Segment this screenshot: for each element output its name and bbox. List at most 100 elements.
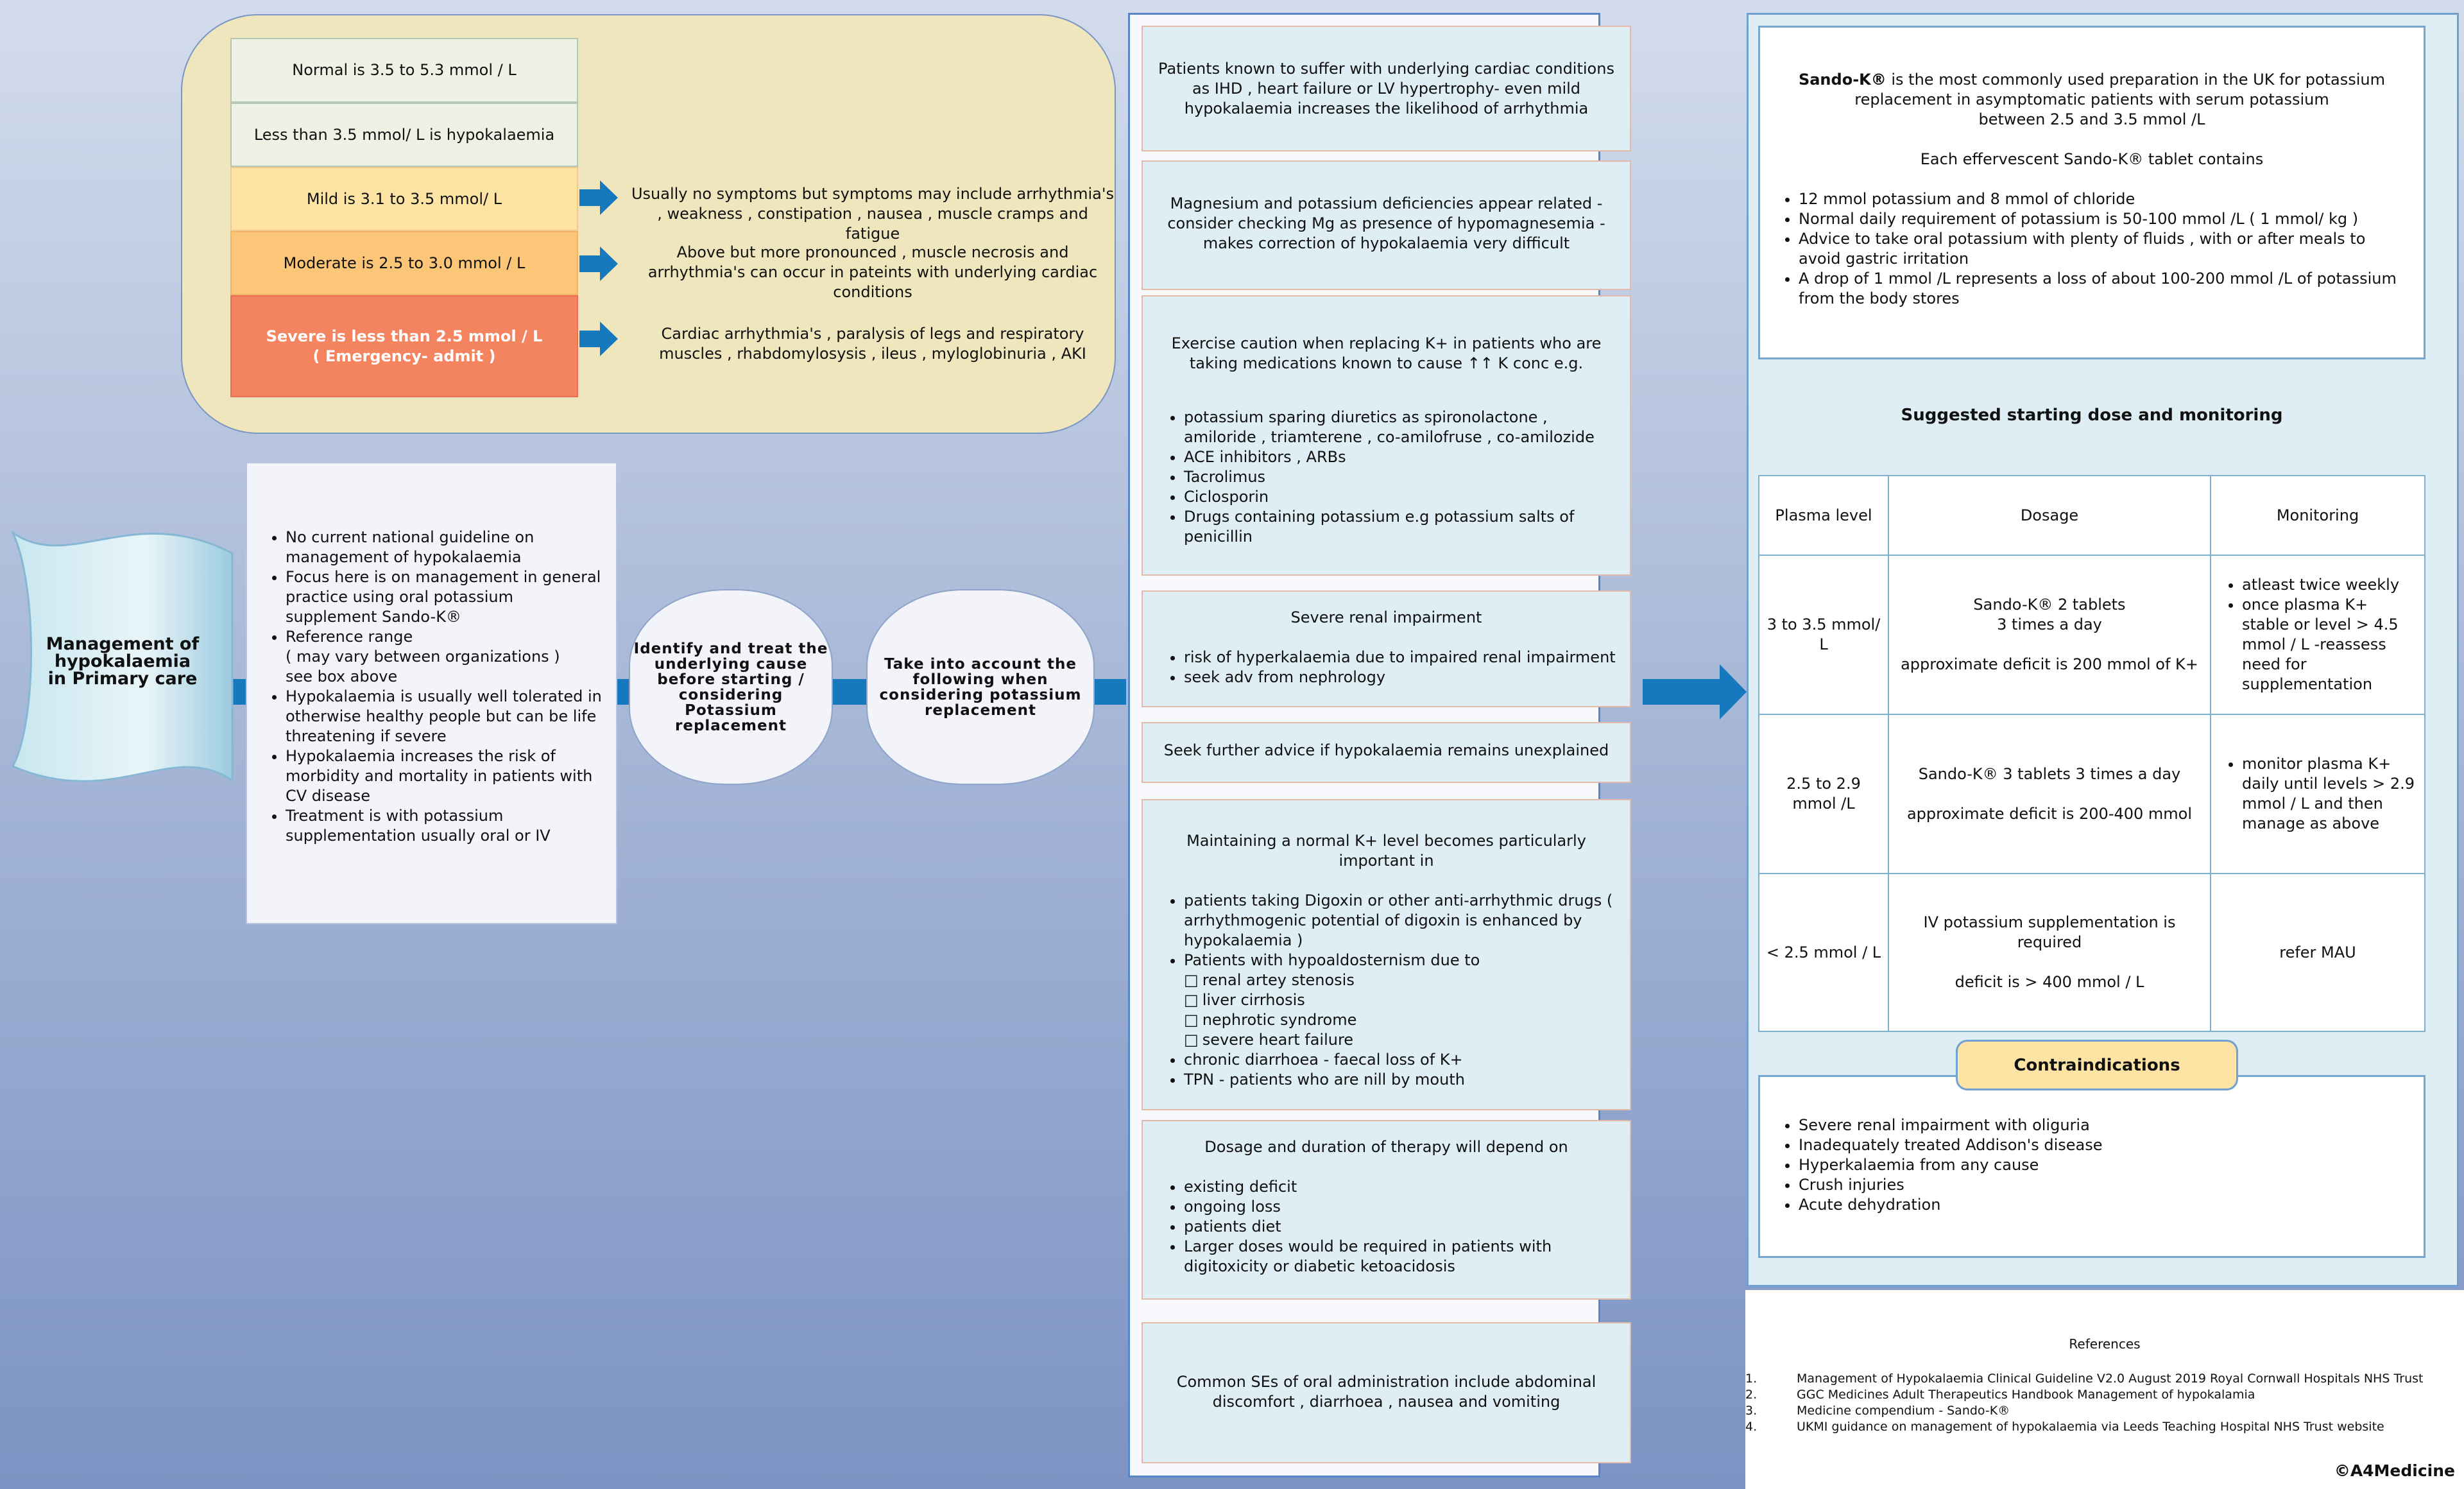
take-into-account-text: Take into account the following when con… [879,655,1082,719]
dosage-cell: IV potassium supplementation is required… [1888,873,2211,1032]
overview-item: No current national guideline on managem… [286,528,607,567]
medication-caution-box: Exercise caution when replacing K+ in pa… [1142,295,1631,576]
reference-range-label: Reference range [286,628,413,646]
contraindication-item: Crush injuries [1799,1175,2404,1195]
dosage-item: existing deficit [1184,1177,1618,1197]
sando-k-list: 12 mmol potassium and 8 mmol of chloride… [1779,189,2404,309]
arrow-severe-icon [579,322,618,356]
table-header-row: Plasma level Dosage Monitoring [1758,475,2426,556]
severity-severe-label: Severe is less than 2.5 mmol / L [266,327,543,345]
sando-k-name: Sando-K® [1798,71,1887,89]
severity-severe-note: ( Emergency- admit ) [312,347,496,365]
contraindications-box: Severe renal impairment with oliguria In… [1758,1075,2426,1258]
sando-k-item: Normal daily requirement of potassium is… [1799,209,2404,229]
medication-item: Ciclosporin [1184,487,1618,507]
identify-cause-node: Identify and treat the underlying cause … [629,589,833,785]
monitoring-cell: monitor plasma K+ daily until levels > 2… [2210,714,2426,874]
deficit-line: approximate deficit is 200 mmol of K+ [1901,655,2198,673]
header-plasma-level: Plasma level [1758,475,1889,556]
references-title: References [2069,1336,2141,1352]
cause-item: liver cirrhosis [1184,990,1618,1010]
dosage-intro: Dosage and duration of therapy will depe… [1204,1138,1568,1156]
contraindication-item: Severe renal impairment with oliguria [1799,1115,2404,1135]
reference-text: GGC Medicines Adult Therapeutics Handboo… [1797,1388,2255,1402]
overview-box: No current national guideline on managem… [246,462,617,924]
sando-k-box: Sando-K® is the most commonly used prepa… [1758,26,2426,359]
medication-item: ACE inhibitors , ARBs [1184,447,1618,467]
monitoring-item: once plasma K+ stable or level > 4.5 mmo… [2242,595,2418,694]
seek-advice-box: Seek further advice if hypokalaemia rema… [1142,722,1631,783]
plasma-level-cell: < 2.5 mmol / L [1758,873,1889,1032]
references-section: References 1. Management of Hypokalaemia … [1745,1290,2464,1489]
reference-text: Medicine compendium - Sando-K® [1797,1404,2010,1418]
renal-list: risk of hyperkalaemia due to impaired re… [1154,648,1618,687]
monitoring-list: atleast twice weekly once plasma K+ stab… [2218,575,2418,694]
maintain-item: Patients with hypoaldosternism due to [1184,951,1618,970]
medication-list: potassium sparing diuretics as spironola… [1154,408,1618,547]
side-effects-text: Common SEs of oral administration includ… [1176,1373,1596,1411]
mild-symptoms: Usually no symptoms but symptoms may inc… [631,185,1114,243]
deficit-line: approximate deficit is 200-400 mmol [1906,804,2193,823]
cause-item: renal artey stenosis [1184,970,1618,990]
severity-normal-label: Normal is 3.5 to 5.3 mmol / L [292,61,517,79]
maintain-item: patients taking Digoxin or other anti-ar… [1184,891,1618,951]
dosage-line: Sando-K® 3 tablets 3 times a day [1918,764,2181,783]
reference-item: 1. Management of Hypokalaemia Clinical Gu… [1745,1371,2464,1387]
arrow-moderate-icon [579,246,618,281]
moderate-symptoms: Above but more pronounced , muscle necro… [647,243,1098,301]
reference-item: 4.UKMI guidance on management of hypokal… [1745,1419,2464,1435]
overview-item: Treatment is with potassium supplementat… [286,806,607,846]
maintain-list-more: chronic diarrhoea - faecal loss of K+ TP… [1154,1050,1618,1090]
reference-number: 3. [1745,1404,1758,1418]
monitoring-item: atleast twice weekly [2242,575,2418,595]
page-title-line1: Management of [46,634,200,654]
reference-item: 2. GGC Medicines Adult Therapeutics Handb… [1745,1387,2464,1403]
severity-mild-label: Mild is 3.1 to 3.5 mmol/ L [306,189,502,208]
severe-symptoms: Cardiac arrhythmia's , paralysis of legs… [659,325,1086,363]
monitoring-item: monitor plasma K+ daily until levels > 2… [2242,754,2418,834]
severity-normal: Normal is 3.5 to 5.3 mmol / L [230,38,578,103]
contraindications-list: Severe renal impairment with oliguria In… [1779,1115,2404,1215]
magnesium-text: Magnesium and potassium deficiencies app… [1167,194,1605,252]
reference-number: 1. [1745,1372,1758,1386]
medication-caution-intro: Exercise caution when replacing K+ in pa… [1171,334,1602,372]
title-banner-shape [12,530,234,782]
sando-k-item: A drop of 1 mmol /L represents a loss of… [1799,269,2404,309]
contraindication-item: Hyperkalaemia from any cause [1799,1155,2404,1175]
maintain-intro: Maintaining a normal K+ level becomes pa… [1186,832,1586,870]
sando-k-range: between 2.5 and 3.5 mmol /L [1978,110,2205,128]
copyright-mark: ©A4Medicine [2334,1461,2455,1480]
cause-item: nephrotic syndrome [1184,1010,1618,1030]
maintain-box: Maintaining a normal K+ level becomes pa… [1142,799,1631,1110]
sando-k-intro: Sando-K® is the most commonly used prepa… [1779,70,2404,130]
references-list: 1. Management of Hypokalaemia Clinical Gu… [1745,1371,2464,1435]
identify-cause-text: Identify and treat the underlying cause … [633,640,828,734]
plasma-level-cell: 2.5 to 2.9 mmol /L [1758,714,1889,874]
overview-item: Focus here is on management in general p… [286,567,607,627]
reference-range-note: ( may vary between organizations ) [286,648,560,666]
page-title: Management of hypokalaemia in Primary ca… [38,635,207,687]
dosage-item: ongoing loss [1184,1197,1618,1217]
cardiac-text: Patients known to suffer with underlying… [1158,60,1614,117]
dose-title: Suggested starting dose and monitoring [1901,406,2283,425]
severity-moderate-label: Moderate is 2.5 to 3.0 mmol / L [283,254,526,272]
dosage-list: existing deficit ongoing loss patients d… [1154,1177,1618,1277]
seek-advice-text: Seek further advice if hypokalaemia rema… [1163,741,1609,759]
reference-number: 2. [1745,1388,1758,1402]
side-effects-box: Common SEs of oral administration includ… [1142,1322,1631,1463]
contraindication-item: Inadequately treated Addison's disease [1799,1135,2404,1155]
renal-box: Severe renal impairment risk of hyperkal… [1142,590,1631,707]
medication-item: Drugs containing potassium e.g potassium… [1184,507,1618,547]
take-into-account-node: Take into account the following when con… [866,589,1095,785]
reference-text: Management of Hypokalaemia Clinical Guid… [1797,1372,2424,1386]
cardiac-box: Patients known to suffer with underlying… [1142,26,1631,151]
reference-item: 3. Medicine compendium - Sando-K® [1745,1403,2464,1419]
table-row: < 2.5 mmol / L IV potassium supplementat… [1758,873,2426,1032]
arrow-mild-icon [579,180,618,215]
renal-title: Severe renal impairment [1290,608,1482,626]
maintain-item: chronic diarrhoea - faecal loss of K+ [1184,1050,1618,1070]
overview-item: Hypokalaemia is usually well tolerated i… [286,687,607,746]
overview-item: Reference range ( may vary between organ… [286,627,607,687]
monitoring-cell: atleast twice weekly once plasma K+ stab… [2210,555,2426,715]
sando-k-desc: is the most commonly used preparation in… [1854,71,2386,108]
